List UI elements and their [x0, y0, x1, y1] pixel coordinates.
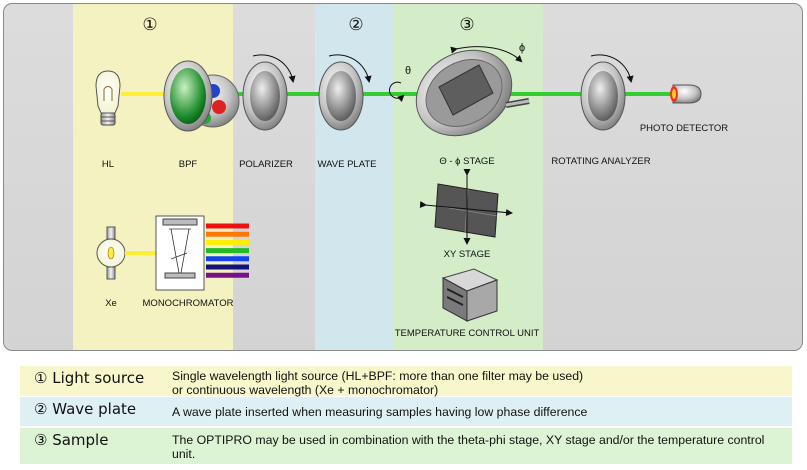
- label-theta-phi-stage: Θ - ϕ STAGE: [439, 156, 494, 167]
- section-number-1: ①: [142, 15, 157, 35]
- spectrum-output: [206, 223, 249, 278]
- label-bpf: BPF: [179, 159, 198, 170]
- section-band-2: [315, 4, 393, 350]
- hl-lamp-icon: [95, 70, 121, 126]
- legend-row-light-source: ① Light source Single wavelength light s…: [20, 366, 792, 396]
- legend-title: ② Wave plate: [34, 400, 137, 418]
- label-hl: HL: [102, 159, 114, 170]
- label-polarizer: POLARIZER: [239, 159, 293, 170]
- label-temperature-control-unit: TEMPERATURE CONTROL UNIT: [395, 328, 540, 339]
- label-xy-stage: XY STAGE: [444, 249, 491, 260]
- legend-description: The OPTIPRO may be used in combination w…: [172, 433, 765, 461]
- xy-stage-icon: [419, 169, 513, 245]
- theta-phi-stage-icon: θ ϕ: [389, 42, 530, 137]
- label-wave-plate: WAVE PLATE: [318, 159, 377, 170]
- phi-symbol: ϕ: [519, 42, 525, 54]
- legend-description: Single wavelength light source (HL+BPF: …: [172, 369, 584, 397]
- temperature-control-unit-icon: [441, 268, 499, 322]
- section-number-2: ②: [348, 15, 363, 35]
- section-number-3: ③: [459, 15, 474, 35]
- label-xe: Xe: [105, 298, 117, 309]
- legend-description: A wave plate inserted when measuring sam…: [172, 405, 588, 419]
- legend-row-wave-plate: ② Wave plate A wave plate inserted when …: [20, 397, 792, 426]
- bpf-filter-wheel-icon: [163, 60, 240, 132]
- legend-title: ① Light source: [34, 369, 145, 387]
- wave-plate-icon: [318, 54, 372, 131]
- rotating-analyzer-icon: [580, 54, 634, 131]
- xe-lamp-icon: [96, 226, 126, 280]
- legend-row-sample: ③ Sample The OPTIPRO may be used in comb…: [20, 428, 792, 464]
- optical-diagram: ① ② ③ θ ϕ: [3, 3, 803, 351]
- photo-detector-icon: [670, 84, 702, 104]
- legend-title: ③ Sample: [34, 431, 109, 449]
- section-band-1: [73, 4, 233, 350]
- theta-symbol: θ: [405, 65, 411, 77]
- monochromator-icon: [155, 215, 205, 291]
- label-photo-detector: PHOTO DETECTOR: [640, 123, 728, 134]
- label-monochromator: MONOCHROMATOR: [143, 298, 234, 309]
- label-rotating-analyzer: ROTATING ANALYZER: [551, 156, 650, 167]
- polarizer-icon: [242, 54, 296, 131]
